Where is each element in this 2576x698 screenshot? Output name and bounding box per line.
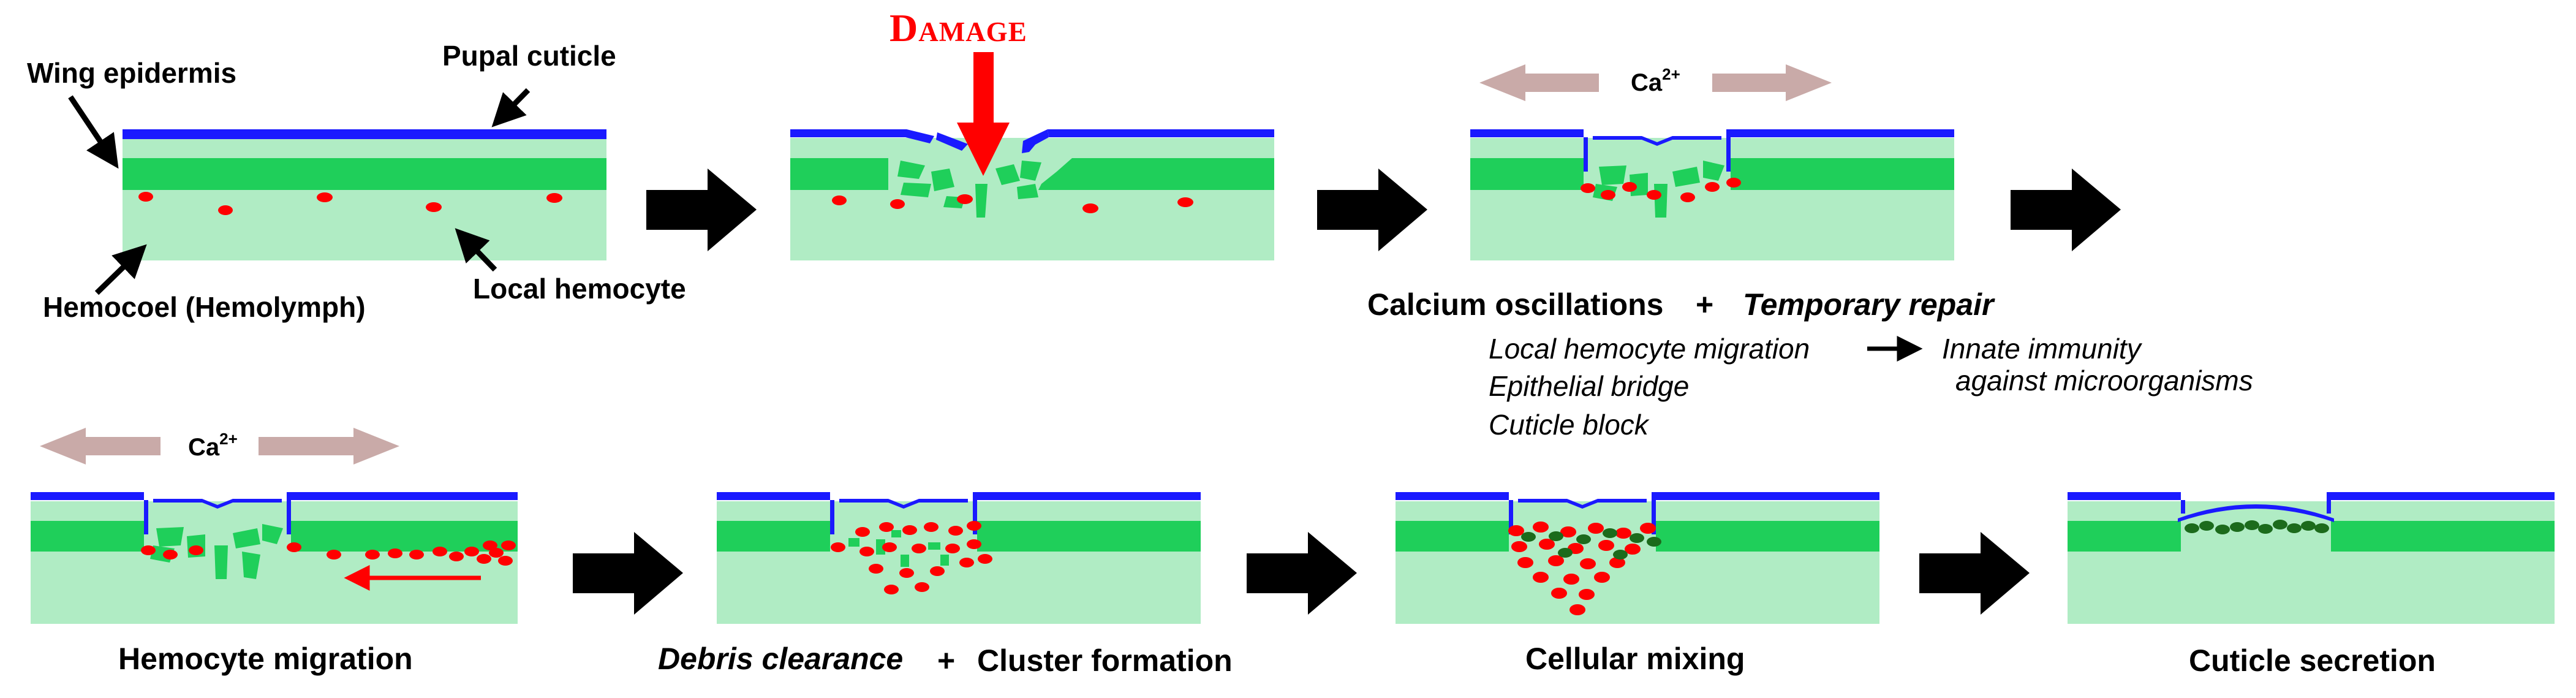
hemocoel-layer [717,501,1201,624]
cuticle-flap [905,129,934,143]
cuticle-flap [936,132,968,151]
label-cluster-formation: Cluster formation [977,643,1233,678]
differentiating-cells [1521,528,1661,560]
flow-arrow [646,169,757,251]
hemocoel-layer [1396,501,1879,624]
cuticle-block [2068,492,2185,514]
hemocytes [1581,178,1741,202]
label-damage: Damage [890,6,1027,50]
cuticle-plug [153,499,282,509]
cuticle-plug [1593,136,1721,146]
cuticle-plug [839,499,968,509]
calcium-wave-arrow-right [1712,64,1832,101]
cuticle-block [1652,492,1879,534]
label-calcium-oscillations: Calcium oscillations [1367,287,1664,322]
cuticle-flap [1022,129,1049,153]
label-innate-immunity: Innate immunity [1942,333,2141,365]
hemocytes [138,192,562,215]
label-plus: + [937,643,956,678]
cuticle-block [31,492,148,534]
label-local-hemocyte-migration: Local hemocyte migration [1489,333,1810,365]
panel-intact-tissue [68,88,606,295]
flow-arrow [2011,169,2121,251]
hemocoel-layer [1470,138,1954,260]
new-cuticle [2178,504,2334,522]
hemocoel-layer [123,138,606,260]
label-calcium-ion: Ca2+ [188,431,238,460]
label-cellular-mixing: Cellular mixing [1525,642,1745,676]
hemocoel-layer [31,501,518,624]
cuticle-block [973,492,1201,534]
cuticle-block [1726,129,1954,172]
cuticle-block [1470,129,1588,172]
epidermal-fragments [897,161,1041,218]
panel-cellular-mixing [1396,492,1879,624]
hemocyte-cluster [831,521,992,594]
ion-charge: 2+ [219,430,238,448]
cuticle-right [1048,129,1274,137]
damage-arrow [957,52,1010,176]
flow-arrow [573,532,683,615]
epidermis-layer [123,158,606,190]
label-debris-clearance: Debris clearance [658,642,904,676]
label-against-microorganisms: against microorganisms [1955,365,2253,396]
hemocytes [141,541,516,566]
panel-temporary-repair [1470,64,1954,362]
flow-arrow [1919,532,2030,615]
panel-hemocyte-migration [31,428,518,624]
panel-debris-clearance [717,492,1201,624]
cuticle-block [717,492,834,534]
label-calcium-ion: Ca2+ [1631,66,1680,95]
cuticle-left [790,129,907,137]
panel-cuticle-secretion [2068,492,2555,624]
calcium-wave-arrow-left [40,428,161,465]
pointer-arrow-hemocoel [94,244,147,295]
pointer-arrow-wing-epidermis [68,95,119,169]
label-hemocyte-migration: Hemocyte migration [118,642,413,676]
cuticle-block [1396,492,1513,534]
ion-symbol: Ca [1631,69,1663,96]
cuticle-layer [123,129,606,139]
differentiated-cells [2185,520,2329,534]
panel-damage [790,52,1274,260]
calcium-wave-arrow-left [1479,64,1599,101]
label-temporary-repair: Temporary repair [1743,287,1994,322]
hemocoel-layer [2068,501,2555,624]
label-local-hemocyte: Local hemocyte [473,273,686,305]
cuticle-plug [1518,499,1647,509]
label-cuticle-block: Cuticle block [1489,409,1649,441]
hemocytes [832,194,1193,213]
flow-arrow [1317,169,1427,251]
pointer-arrow-local-hemocyte [455,228,497,272]
label-plus: + [1696,287,1714,322]
hemocyte-mass [1508,522,1656,615]
cuticle-block [2327,492,2555,514]
engulfed-debris [848,530,949,567]
pointer-arrow-pupal-cuticle [491,88,531,127]
label-epithelial-bridge: Epithelial bridge [1489,370,1690,402]
label-wing-epidermis: Wing epidermis [27,57,237,89]
label-cuticle-secretion: Cuticle secretion [2189,643,2436,678]
calcium-wave-arrow-right [259,428,399,465]
ion-symbol: Ca [188,434,220,461]
ion-charge: 2+ [1662,65,1680,83]
flow-arrow [1247,532,1357,615]
label-pupal-cuticle: Pupal cuticle [442,40,616,72]
label-hemocoel: Hemocoel (Hemolymph) [43,291,366,323]
cuticle-block [287,492,518,534]
